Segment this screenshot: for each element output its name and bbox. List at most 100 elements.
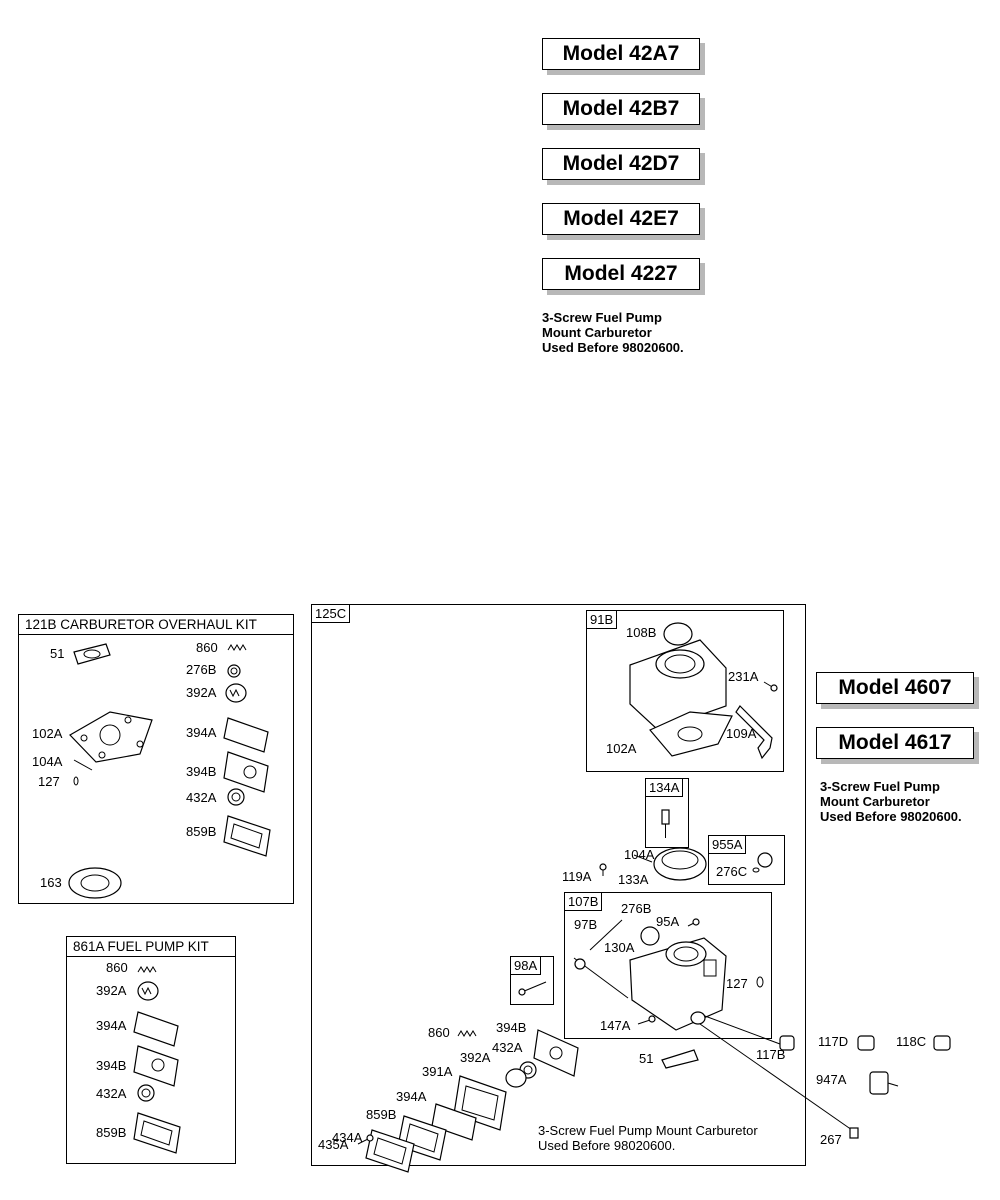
part-label: 276B [186,662,217,677]
part-label: 97B [574,917,598,932]
float-133a-icon [653,847,707,881]
screw-147a-icon [637,1015,656,1025]
part-label: 118C [896,1034,927,1049]
needle-valve-icon [661,809,670,838]
part-label: 147A [600,1018,631,1033]
model-label: Model 42D7 [542,148,700,180]
model-label: Model 4607 [816,672,974,704]
plug-276c-icon [752,852,773,873]
cover-434a-icon [365,1129,415,1173]
diaphragm-394b-icon [533,1029,579,1077]
part-label: 117D [818,1034,849,1049]
screw-119a-icon [599,863,607,876]
screw-95a-icon [687,918,700,927]
part-label: 109A [726,726,757,741]
fuel-pump-kit-title: 861A FUEL PUMP KIT [67,937,235,957]
lever-109a-icon [735,705,773,760]
part-label: 394A [96,1018,127,1033]
diaphragm-392a-icon [505,1068,527,1088]
model-label: Model 42E7 [542,203,700,235]
diaphragm-392a-icon [225,683,247,703]
assembly-label: 125C [311,604,351,623]
gasket-394a-icon [223,717,269,753]
jet-117b-icon [779,1035,795,1051]
diaphragm-394b-icon [223,751,269,793]
spring-860-icon [457,1030,477,1037]
screw-435a-icon [357,1134,374,1145]
part-label: 394A [186,725,217,740]
part-label: 860 [196,640,218,655]
seat-276b-icon [227,664,241,678]
gasket-51-icon [661,1049,699,1069]
part-label: 104A [624,847,655,862]
leader-line [699,1023,853,1131]
subassembly-label: 91B [586,610,618,629]
subassembly-label: 98A [510,956,542,975]
subassembly-label: 955A [708,835,747,854]
assembly-frame [311,604,806,1166]
part-label: 392A [96,983,127,998]
part-label: 432A [492,1040,523,1055]
part-label: 859B [186,824,217,839]
jet-117d-icon [857,1035,875,1051]
seal-127-icon [756,976,764,988]
plate-108b-icon [663,622,693,646]
screw-231a-icon [763,681,778,692]
part-label: 276B [621,901,652,916]
seal-127-icon [73,776,79,786]
part-label: 392A [186,685,217,700]
part-label: 51 [50,646,65,661]
part-label: 267 [820,1132,842,1147]
subassembly-frame-107b [564,892,772,1039]
subassembly-frame-955a [708,835,785,885]
part-label: 102A [606,741,637,756]
carburetor-body-icon [629,639,727,731]
part-label: 859B [366,1107,397,1122]
pin-104a-icon [73,759,93,771]
shaft-276b-icon [573,957,629,999]
cover-859b-icon [223,815,271,857]
ring-432a-icon [137,1084,155,1102]
carburetor-main-body-icon [629,937,727,1031]
part-label: 435A [318,1137,349,1152]
part-label: 231A [728,669,759,684]
part-label: 51 [639,1051,654,1066]
part-label: 95A [656,914,680,929]
gasket-102a-icon [69,711,153,763]
gasket-394a-icon [431,1103,477,1141]
part-label: 102A [32,726,63,741]
part-label: 394A [396,1089,427,1104]
part-label: 432A [186,790,217,805]
pin-104a-icon [633,854,653,863]
part-label: 119A [562,869,592,884]
model-label: Model 4617 [816,727,974,759]
solenoid-947a-icon [869,1071,899,1095]
part-label: 127 [726,976,748,991]
jet-118c-icon [933,1035,951,1051]
part-label: 394B [96,1058,127,1073]
diaphragm-392a-icon [137,981,159,1001]
ring-432a-icon [227,788,245,806]
overhaul-kit-title: 121B CARBURETOR OVERHAUL KIT [19,615,293,635]
gasket-394a-icon [133,1011,179,1047]
model-label: Model 42A7 [542,38,700,70]
model-note: 3-Screw Fuel Pump Mount Carburetor Used … [820,779,962,824]
part-label: 391A [422,1064,453,1079]
cover-859b-icon [133,1112,181,1154]
part-label: 392A [460,1050,491,1065]
part-label: 127 [38,774,60,789]
part-label: 432A [96,1086,127,1101]
subassembly-label: 134A [645,778,684,797]
subassembly-label: 107B [564,892,603,911]
part-label: 394B [496,1020,527,1035]
part-label: 104A [32,754,63,769]
part-label: 163 [40,875,62,890]
spring-860-icon [137,966,157,973]
spring-860-icon [227,644,247,651]
screw-98a-icon [518,981,547,996]
gasket-102a-icon [649,711,733,757]
subassembly-frame-91b [586,610,784,772]
model-label: Model 42B7 [542,93,700,125]
part-label: 133A [618,872,649,887]
